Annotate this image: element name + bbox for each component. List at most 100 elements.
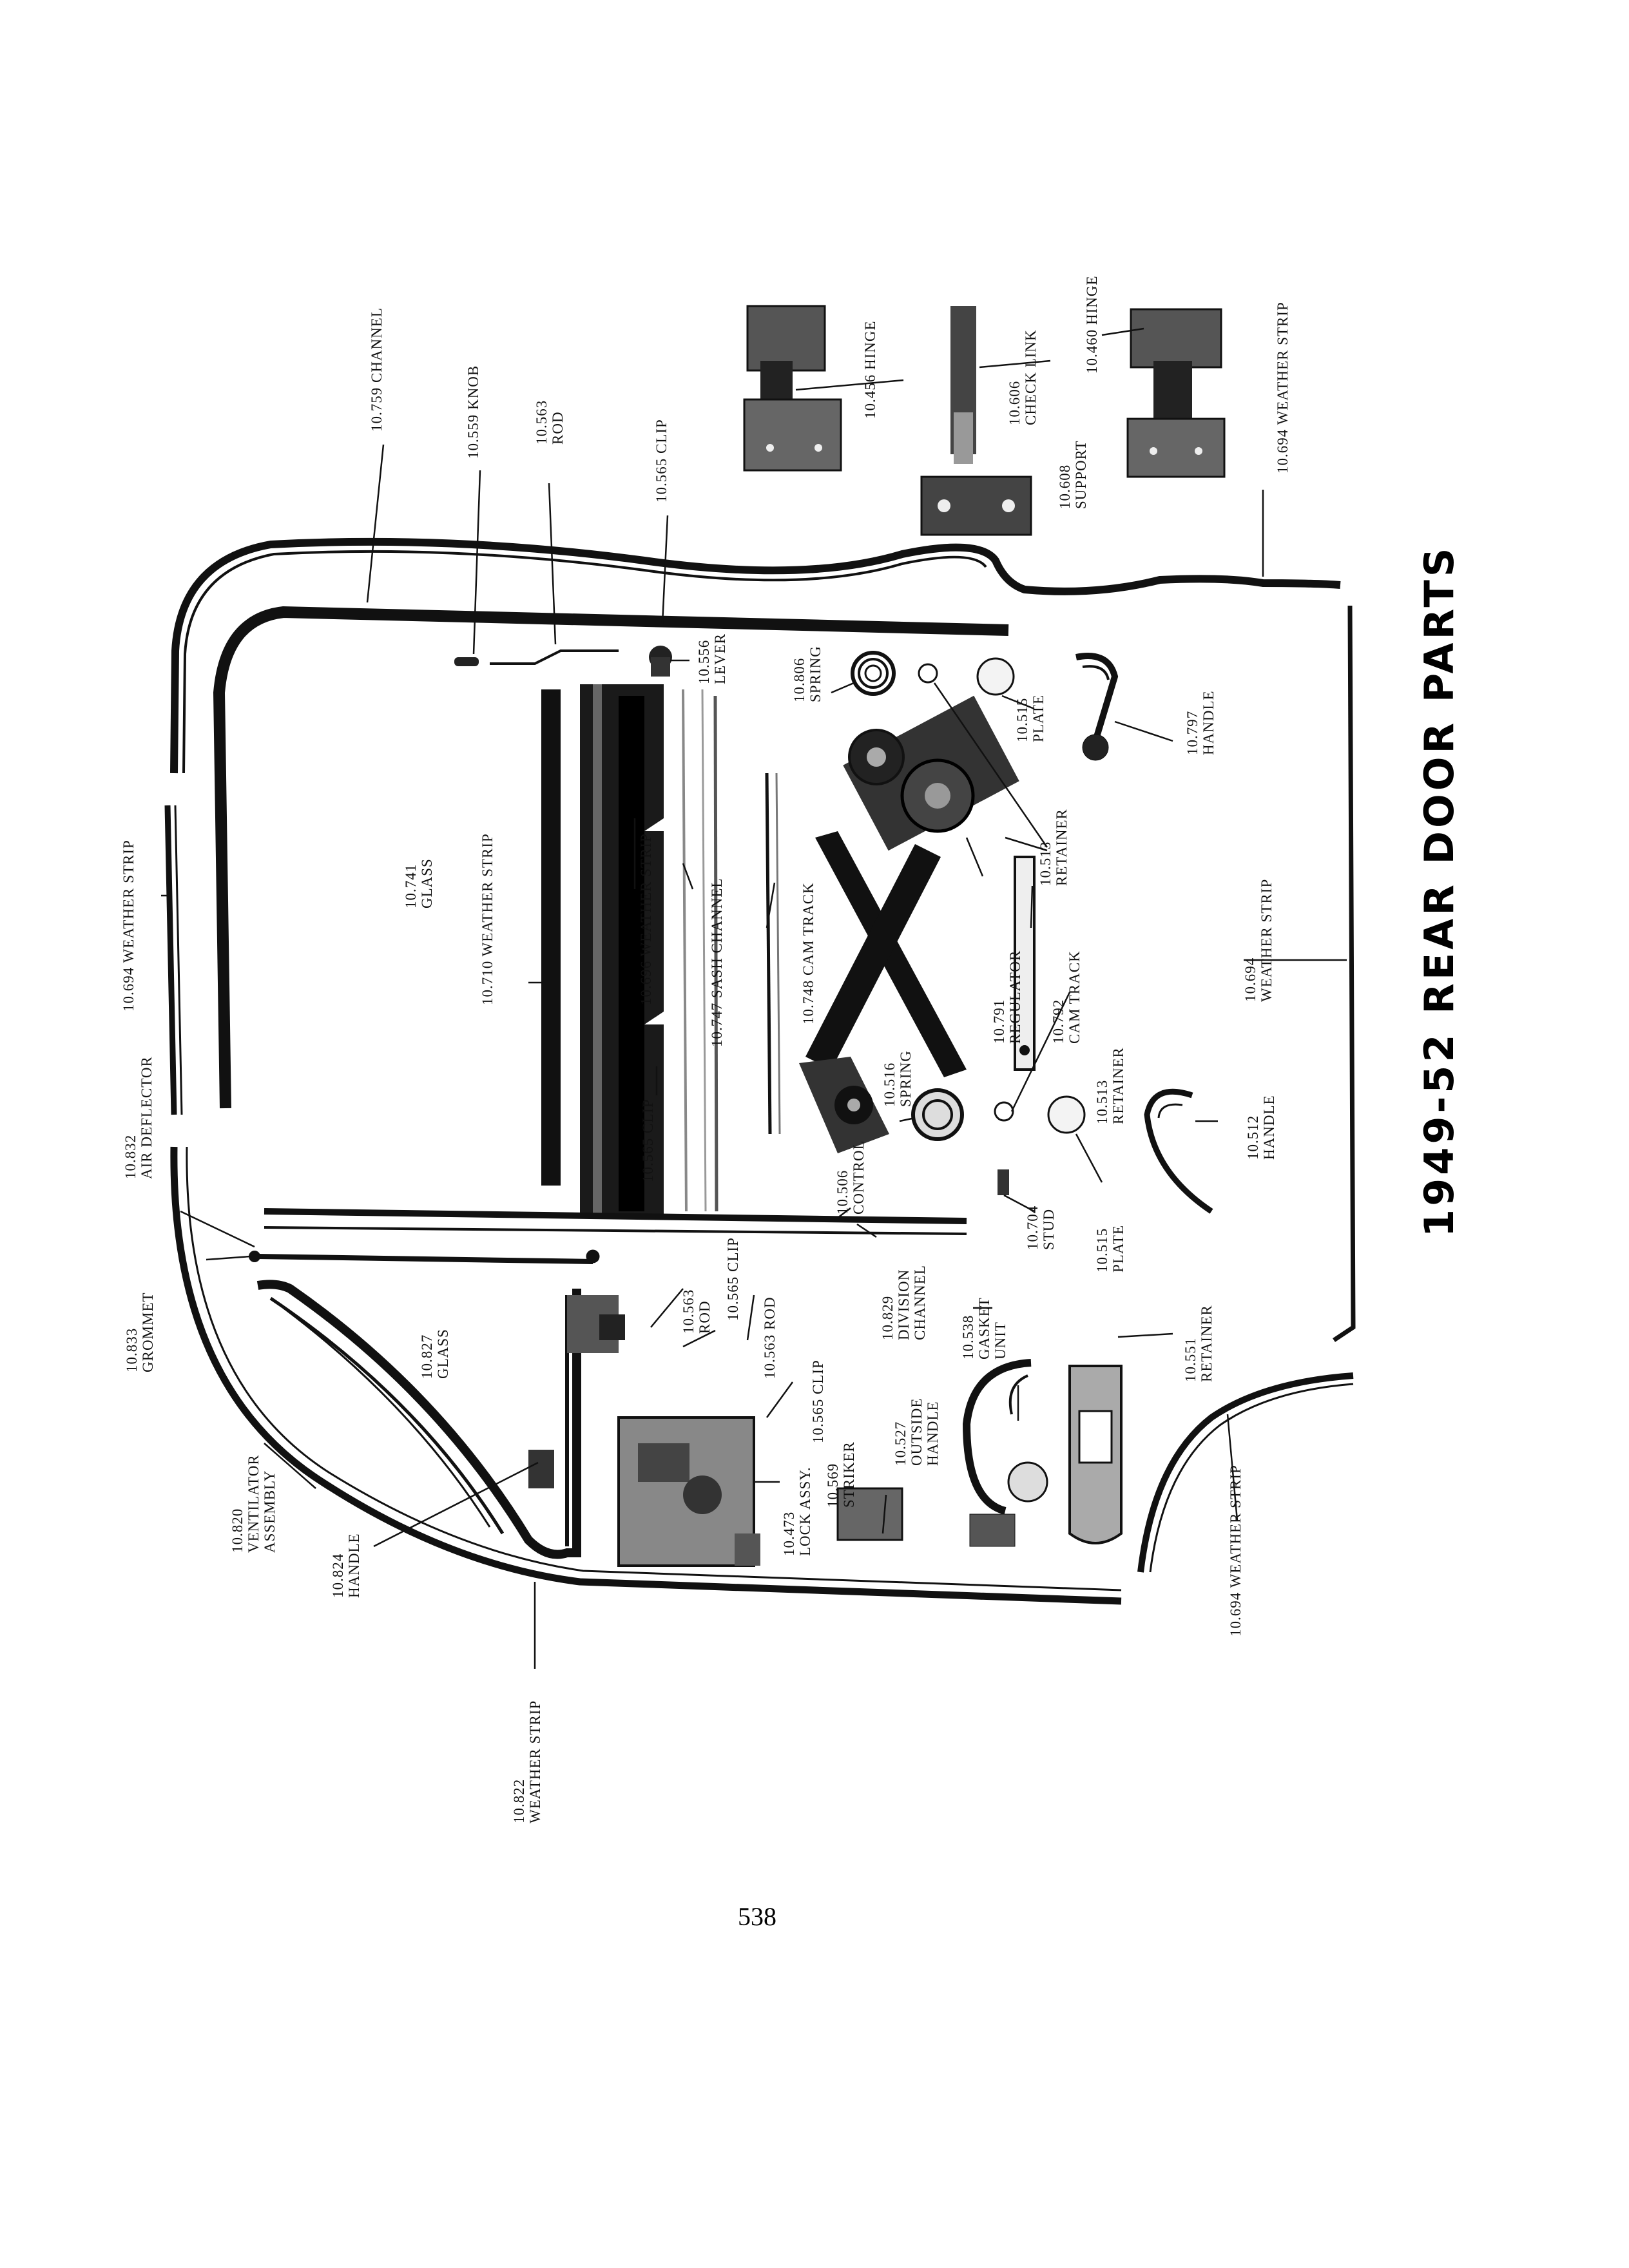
label-weather-strip-694-bottom: 10.694 WEATHER STRIP: [1228, 1465, 1244, 1637]
label-line: LOCK ASSY.: [797, 1466, 813, 1556]
label-line: 10.829: [880, 1296, 896, 1340]
label-lock-473: 10.473LOCK ASSY.: [781, 1466, 813, 1556]
label-line: CHANNEL: [912, 1265, 928, 1340]
label-control-506: 10.506CONTROL: [834, 1140, 867, 1215]
label-line: OUTSIDE: [909, 1398, 925, 1466]
label-line: WEATHER STRIP: [1258, 879, 1275, 1002]
label-line: GLASS: [435, 1329, 451, 1379]
label-line: 10.473: [781, 1512, 797, 1556]
label-line: CONTROL: [851, 1140, 867, 1215]
label-line: 10.565 CLIP: [810, 1360, 826, 1443]
label-line: 10.556: [696, 640, 712, 684]
label-line: 10.538: [960, 1315, 976, 1360]
label-line: 10.513: [1037, 841, 1054, 886]
label-line: 10.806: [791, 658, 807, 702]
label-line: DIVISION: [896, 1269, 912, 1340]
label-support-608: 10.608SUPPORT: [1057, 440, 1089, 509]
label-rod-563-left: 10.563ROD: [680, 1289, 713, 1334]
label-line: 10.704: [1025, 1206, 1041, 1250]
label-glass-827: 10.827GLASS: [419, 1329, 451, 1379]
label-line: 10.513: [1094, 1080, 1110, 1124]
label-line: RETAINER: [1199, 1305, 1215, 1382]
label-channel-759: 10.759 CHANNEL: [369, 307, 385, 432]
label-clip-565-mid: 10.565 CLIP: [640, 1099, 656, 1182]
weather-strip-694-bottom-part: [1137, 1372, 1354, 1573]
label-weather-strip-696: 10.696 WEATHER STRIP: [638, 833, 654, 1005]
label-line: 10.694 WEATHER STRIP: [1228, 1465, 1244, 1637]
label-hinge-456: 10.456 HINGE: [862, 320, 878, 419]
hinge-456-part: [743, 305, 842, 472]
retainer-513-mid-part: [994, 1101, 1014, 1122]
label-line: 10.741: [403, 864, 419, 908]
support-608-part: [920, 476, 1032, 536]
label-line: UNIT: [992, 1321, 1008, 1360]
label-striker-569: 10.569STRIKER: [825, 1441, 857, 1508]
spring-516-part: [911, 1088, 964, 1141]
outside-handle-527-part: [962, 1359, 1032, 1547]
channel-759: [213, 606, 1009, 1109]
label-line: 10.797: [1184, 711, 1200, 755]
label-line: STUD: [1041, 1209, 1057, 1250]
label-weather-strip-694-top: 10.694 WEATHER STRIP: [1275, 302, 1291, 474]
lever-556-part: [649, 646, 672, 677]
label-rod-563-top: 10.563ROD: [534, 400, 566, 445]
label-line: STRIKER: [841, 1441, 857, 1508]
label-plate-515-mid: 10.515PLATE: [1094, 1225, 1126, 1273]
label-weather-strip-822: 10.822WEATHER STRIP: [511, 1700, 543, 1823]
label-line: 10.824: [330, 1553, 346, 1598]
label-glass-741: 10.741GLASS: [403, 858, 435, 908]
label-line: 10.696 WEATHER STRIP: [638, 833, 654, 1005]
cam-track-792-part: [1014, 856, 1036, 1071]
label-regulator-791: 10.791REGULATOR: [991, 950, 1023, 1044]
check-link-606-part: [950, 306, 976, 464]
handle-797-part: [1075, 653, 1119, 761]
label-line: GLASS: [419, 858, 435, 908]
door-weather-strip-outer: [170, 537, 1341, 774]
hardware-near-glass: [567, 1295, 625, 1353]
label-clip-565-top: 10.565 CLIP: [653, 419, 670, 503]
hinge-460-part: [1126, 308, 1226, 478]
stud-704-part: [998, 1169, 1009, 1195]
label-line: 10.694 WEATHER STRIP: [120, 840, 137, 1012]
label-line: 10.833: [124, 1328, 140, 1372]
label-weather-strip-710: 10.710 WEATHER STRIP: [479, 833, 496, 1005]
retainer-513-top-part: [918, 663, 938, 684]
knob-559-part: [454, 657, 479, 666]
label-gasket-unit-538: 10.538GASKETUNIT: [960, 1297, 1008, 1360]
label-line: 10.551: [1182, 1338, 1199, 1382]
retainer-551-part: [1068, 1365, 1123, 1544]
label-line: HANDLE: [1200, 690, 1217, 755]
label-weather-strip-694-right: 10.694WEATHER STRIP: [1242, 879, 1275, 1002]
sash-channel-747-part: [682, 689, 718, 1212]
label-handle-512: 10.512HANDLE: [1245, 1095, 1277, 1160]
label-line: 10.792: [1050, 999, 1066, 1044]
label-line: ROD: [550, 411, 566, 445]
label-line: 10.563: [534, 400, 550, 445]
air-deflector-832-part: [257, 1249, 600, 1264]
label-line: 10.822: [511, 1779, 527, 1823]
label-hinge-460: 10.460 HINGE: [1084, 275, 1100, 374]
label-weather-strip-694-left: 10.694 WEATHER STRIP: [120, 840, 137, 1012]
label-line: SUPPORT: [1073, 440, 1089, 509]
plate-515-mid-part: [1047, 1095, 1086, 1134]
label-line: RETAINER: [1054, 809, 1070, 886]
label-air-deflector-832: 10.832AIR DEFLECTOR: [122, 1056, 155, 1179]
label-clip-565-lower: 10.565 CLIP: [810, 1360, 826, 1443]
label-line: 10.516: [882, 1062, 898, 1107]
rod-563-top-part: [490, 649, 619, 665]
label-stud-704: 10.704STUD: [1025, 1206, 1057, 1250]
label-line: VENTILATOR: [246, 1454, 262, 1553]
label-cam-track-748: 10.748 CAM TRACK: [800, 882, 816, 1024]
label-line: GASKET: [976, 1297, 992, 1360]
label-cam-track-792: 10.792CAM TRACK: [1050, 950, 1083, 1044]
label-line: CHECK LINK: [1023, 329, 1039, 425]
label-line: 10.515: [1014, 698, 1030, 742]
striker-569-part: [836, 1487, 903, 1541]
label-line: 10.606: [1007, 381, 1023, 425]
regulator-791-part: [805, 695, 1019, 1077]
leader-lines: [161, 327, 1347, 1669]
label-line: 10.512: [1245, 1115, 1261, 1160]
label-line: 10.759 CHANNEL: [369, 307, 385, 432]
